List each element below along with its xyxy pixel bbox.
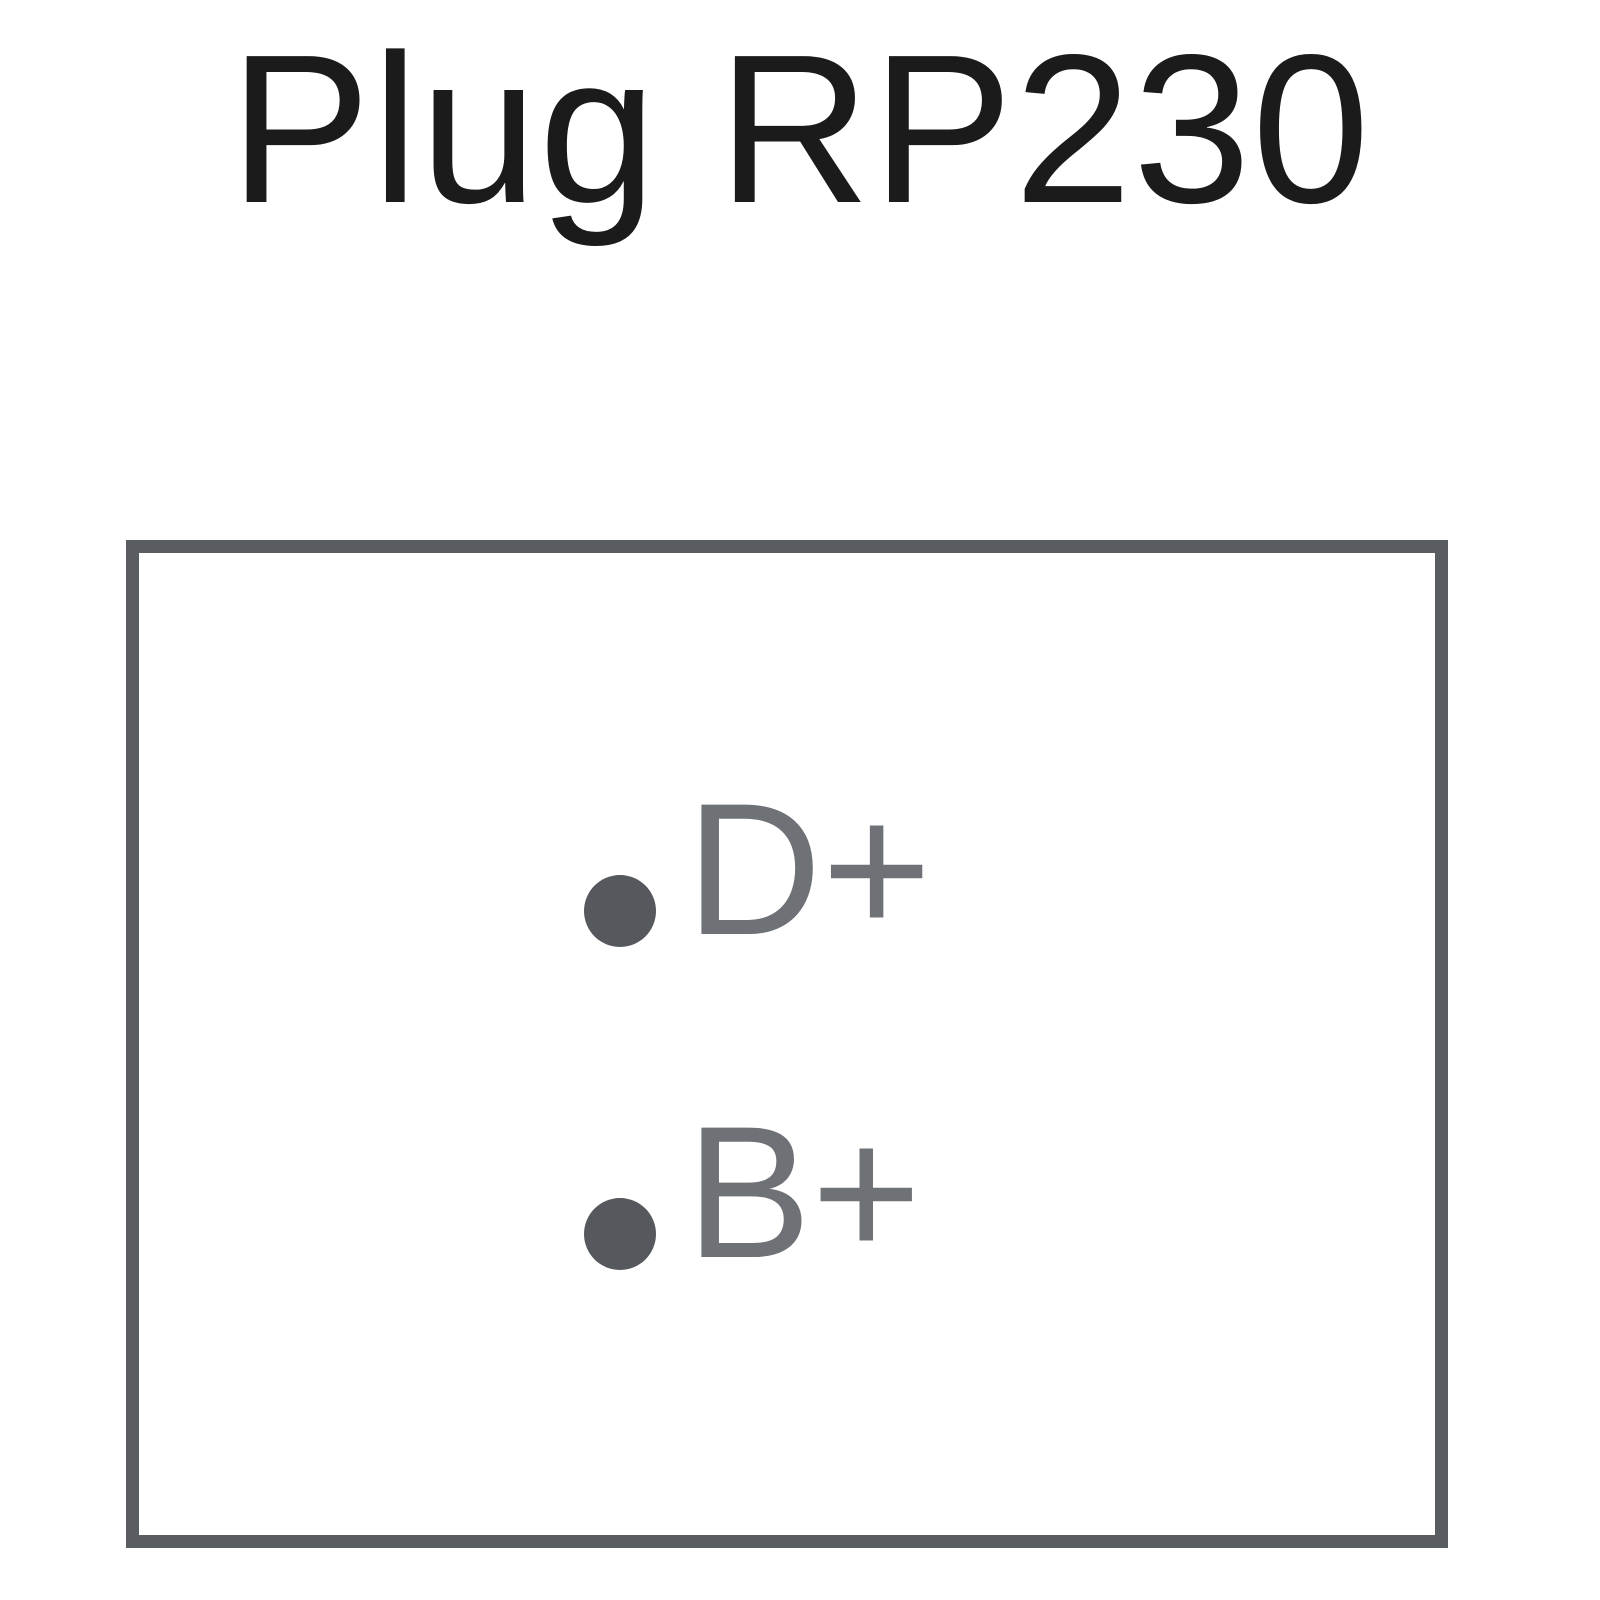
pin-label-b-plus: B+	[686, 1087, 922, 1297]
pin-dot-icon	[584, 1198, 656, 1270]
pin-dot-icon	[584, 875, 656, 947]
pin-label-d-plus: D+	[686, 764, 932, 974]
pin-row-b-plus: B+	[584, 1098, 921, 1286]
plug-outline-box: D+ B+	[126, 540, 1448, 1548]
page-title: Plug RP230	[229, 10, 1371, 247]
pin-row-d-plus: D+	[584, 775, 932, 963]
